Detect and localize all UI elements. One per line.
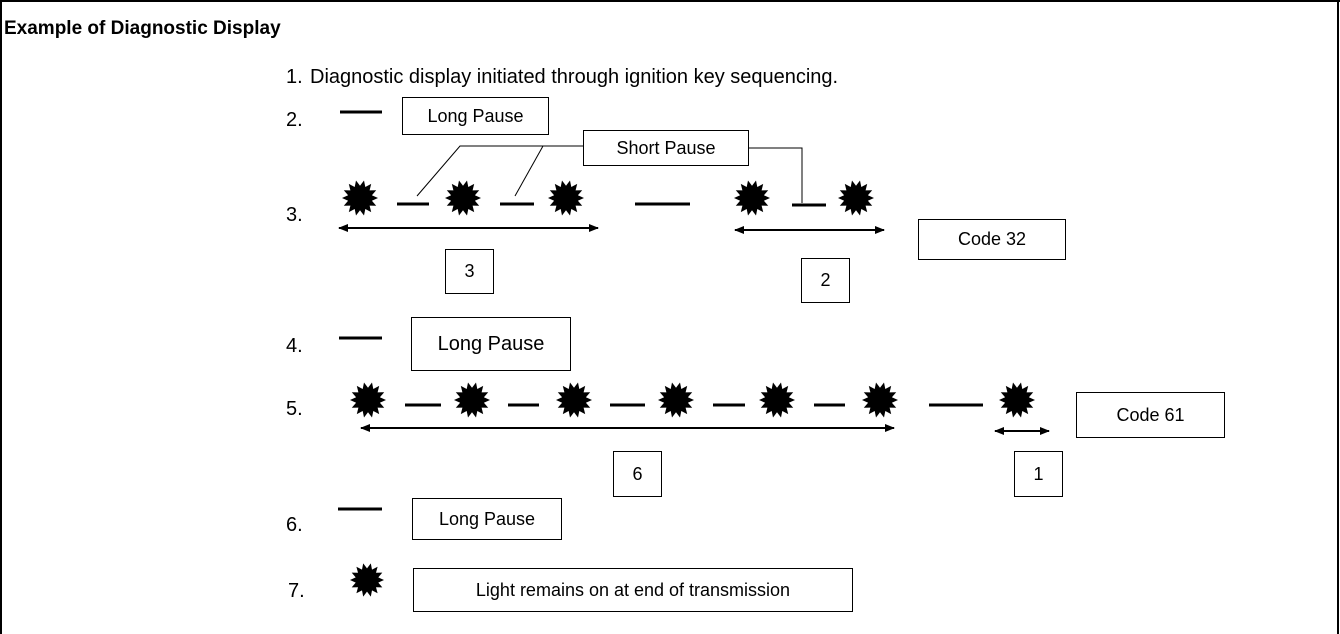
flash-icon <box>350 563 384 597</box>
short-pause-leader-2 <box>514 145 544 197</box>
count-1-text: 1 <box>1033 463 1044 484</box>
step-1-text: Diagnostic display initiated through ign… <box>310 66 839 88</box>
code-32-text: Code 32 <box>957 229 1027 249</box>
code-61-text: Code 61 <box>1116 404 1185 425</box>
count-3-box: 3 <box>445 249 494 294</box>
step-7-number: 7. <box>288 580 305 602</box>
count-3-text: 3 <box>464 261 475 281</box>
short-pause-label: Short Pause <box>583 130 749 166</box>
frame-right-border <box>1337 0 1339 634</box>
step-1-number: 1. <box>286 66 303 88</box>
frame-left-border <box>0 0 2 634</box>
count-2-text: 2 <box>820 270 831 290</box>
light-remains-text: Light remains on at end of transmission <box>475 579 791 600</box>
flash-icon <box>445 180 481 216</box>
flash-icon <box>759 382 795 418</box>
flash-icon <box>734 180 770 216</box>
long-pause-text: Long Pause <box>438 508 536 529</box>
flash-icon <box>658 382 694 418</box>
flash-icon <box>862 382 898 418</box>
count-1-box: 1 <box>1014 451 1063 497</box>
short-pause-leader-3 <box>749 147 803 203</box>
flash-icon <box>838 180 874 216</box>
long-pause-text: Long Pause <box>427 105 524 126</box>
frame-top-border <box>0 0 1340 2</box>
step-2-number: 2. <box>286 109 303 131</box>
long-pause-label-4: Long Pause <box>411 317 571 371</box>
long-pause-label-2: Long Pause <box>402 97 549 135</box>
flash-icon <box>999 382 1035 418</box>
count-6-box: 6 <box>613 451 662 497</box>
flash-icon <box>548 180 584 216</box>
code-32-label: Code 32 <box>918 219 1066 260</box>
flash-icon <box>350 382 386 418</box>
flash-icon <box>556 382 592 418</box>
step-4-number: 4. <box>286 335 303 357</box>
flash-icon <box>454 382 490 418</box>
code-61-label: Code 61 <box>1076 392 1225 438</box>
step-6-number: 6. <box>286 514 303 536</box>
long-pause-label-6: Long Pause <box>412 498 562 540</box>
step-5-number: 5. <box>286 398 303 420</box>
diagram-title: Example of Diagnostic Display <box>4 18 281 39</box>
light-remains-label: Light remains on at end of transmission <box>413 568 853 612</box>
long-pause-text: Long Pause <box>437 332 545 355</box>
count-2-box: 2 <box>801 258 850 303</box>
count-6-text: 6 <box>632 463 643 484</box>
flash-icon <box>342 180 378 216</box>
short-pause-leader-1 <box>416 145 583 197</box>
step-3-number: 3. <box>286 204 303 226</box>
short-pause-text: Short Pause <box>616 137 716 158</box>
